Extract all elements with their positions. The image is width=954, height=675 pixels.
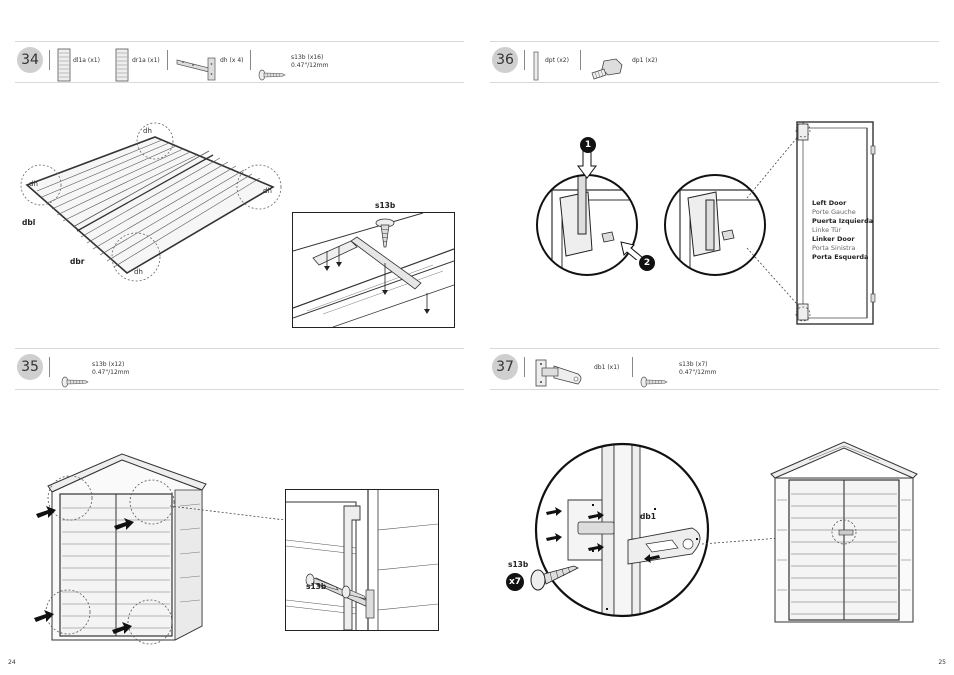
label-dbr: dbr [70,257,85,266]
hinge-detail-inset [292,212,455,328]
screw-label: s13b [508,560,529,569]
step-badge-2: 2 [639,255,655,271]
arrow-diag [620,241,644,260]
page-number: 24 [8,659,16,666]
label-dbl: dbl [22,218,36,227]
leader-lines [746,127,806,314]
step-35-header: 35 s13b (x12) 0.47"/12mm [15,348,464,390]
step-number: 37 [492,354,518,380]
left-page: 34 dl1a (x1) dr1a (x1) dh (x 4) s13b (x1… [8,41,464,666]
part-label: dh (x 4) [220,57,244,64]
pin-installed-detail [664,174,766,276]
legend-line: Porte Gauche [812,208,856,216]
screw-icon [61,376,89,388]
leader-line [170,505,286,521]
part-label: dpt (x2) [545,57,569,64]
door-pin-icon [533,51,539,81]
legend-line: Puerta Izquierda [812,217,874,225]
left-door-diagram [795,121,876,325]
part-label: s13b (x16) [291,54,324,61]
hinge-icon [176,57,216,81]
step-34-header: 34 dl1a (x1) dr1a (x1) dh (x 4) s13b (x1… [15,41,464,83]
legend-line: Porta Sinistra [812,244,856,252]
door-hinge-inset [285,489,439,631]
label-db1: db1 [640,512,656,521]
screw-icon [640,376,668,388]
pin-insert-detail [536,174,638,276]
arrow-down [577,150,597,179]
part-label: s13b (x7) [679,361,708,368]
legend-line: Porta Esquerda [812,253,869,261]
step-number: 35 [17,354,43,380]
screw-icon [258,69,286,81]
shed-front-closed-diagram [770,441,918,623]
part-label: dr1a (x1) [132,57,160,64]
door-panel-left-icon [57,48,71,82]
right-page: 36 dpt (x2) dp1 (x2) 1 2 [477,0,954,675]
door-panel-right-icon [115,48,129,82]
part-label: dp1 (x2) [632,57,658,64]
screw-large-icon [530,565,579,591]
step-37-header: 37 db1 (x1) s13b (x7) 0.47"/12mm [490,348,939,390]
quantity-badge: x7 [506,573,524,591]
legend-line: Linke Tür [812,226,842,234]
part-size: 0.47"/12mm [291,62,329,69]
part-label: s13b (x12) [92,361,125,368]
door-bolt-icon [535,359,582,387]
legend-line: Linker Door [812,235,855,243]
screw-label: s13b [306,582,327,591]
screw-label: s13b [375,201,396,210]
step-badge-1: 1 [580,137,596,153]
part-size: 0.47"/12mm [92,369,130,376]
step-36-header: 36 dpt (x2) dp1 (x2) [490,41,939,83]
page-number: 25 [938,659,946,666]
legend-line: Left Door [812,199,847,207]
callout-dh: dh [134,268,143,276]
callout-dh: dh [263,187,272,195]
door-legend: Left Door Porte Gauche Puerta Izquierda … [812,199,873,262]
callout-dh: dh [29,180,38,188]
part-label: dl1a (x1) [73,57,100,64]
step-number: 34 [17,47,43,73]
callout-dh: dh [143,127,152,135]
door-plug-icon [591,58,623,80]
part-label: db1 (x1) [594,364,620,371]
part-size: 0.47"/12mm [679,369,717,376]
door-bolt-detail [534,442,710,618]
doors-flat-diagram [20,122,282,282]
step-number: 36 [492,47,518,73]
shed-front-diagram [34,453,207,645]
